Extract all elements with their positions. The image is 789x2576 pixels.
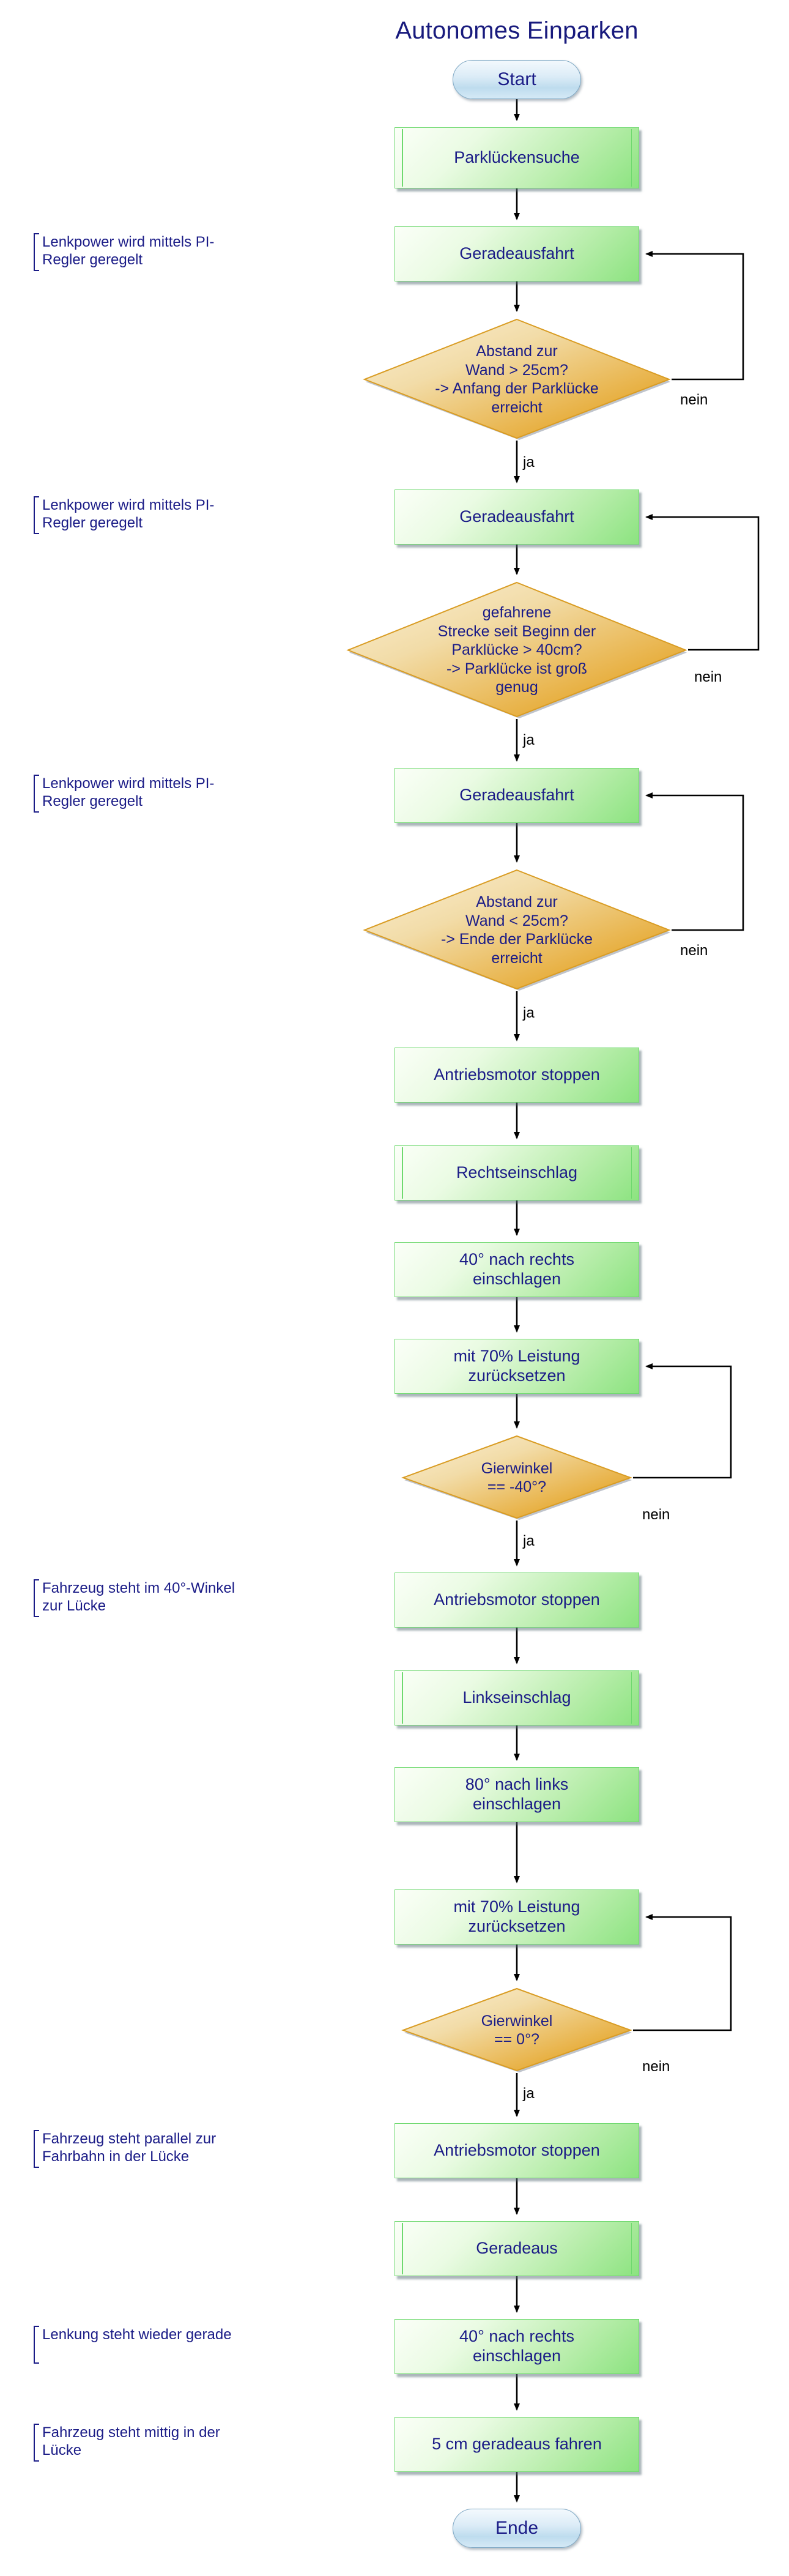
edge-label-ja: ja <box>523 1533 535 1549</box>
annotation-lenkpower-wird-mittels-pi-regler-geregelt: Lenkpower wird mittels PI-Regler geregel… <box>34 233 235 271</box>
diamond-shape <box>346 581 687 718</box>
node-label: Antriebsmotor stoppen <box>434 1590 600 1609</box>
edge-label-ja: ja <box>523 2085 535 2102</box>
decision-gierwinkel-0grad: Gierwinkel== 0°? <box>401 1987 633 2073</box>
node-label: Geradeausfahrt <box>459 507 574 526</box>
node-label: 5 cm geradeaus fahren <box>432 2435 602 2454</box>
node-label: Ende <box>495 2518 539 2539</box>
process-geradeausfahrt: Geradeausfahrt <box>394 226 639 281</box>
edge-label-nein: nein <box>680 942 708 959</box>
node-label: Linkseinschlag <box>462 1688 571 1707</box>
process-antriebsmotor-stoppen: Antriebsmotor stoppen <box>394 1573 639 1628</box>
page-title-text: Autonomes Einparken <box>395 17 639 44</box>
process-antriebsmotor-stoppen: Antriebsmotor stoppen <box>394 2123 639 2178</box>
node-label: Antriebsmotor stoppen <box>434 2141 600 2160</box>
node-label: Gierwinkel== 0°? <box>481 2012 553 2049</box>
process-geradeausfahrt: Geradeausfahrt <box>394 490 639 545</box>
diamond-shape <box>401 1987 632 2072</box>
subprocess-rechtseinschlag: Rechtseinschlag <box>394 1145 639 1201</box>
annotation-fahrzeug-steht-parallel-zur-fahrbahn-in-de: Fahrzeug steht parallel zur Fahrbahn in … <box>34 2130 235 2168</box>
decision-gierwinkel-40grad: Gierwinkel== -40°? <box>401 1435 633 1521</box>
node-label: Gierwinkel== -40°? <box>481 1459 553 1496</box>
subprocess-parkluckensuche: Parklückensuche <box>394 127 639 188</box>
page-title: Autonomes Einparken <box>0 17 789 45</box>
process-5-cm-geradeaus-fahren: 5 cm geradeaus fahren <box>394 2417 639 2472</box>
subprocess-linkseinschlag: Linkseinschlag <box>394 1670 639 1725</box>
edge-label-nein: nein <box>642 2058 670 2075</box>
process-geradeausfahrt: Geradeausfahrt <box>394 768 639 823</box>
edge-label-ja: ja <box>523 732 535 748</box>
annotation-fahrzeug-steht-mittig-in-der-lucke: Fahrzeug steht mittig in der Lücke <box>34 2424 235 2462</box>
annotation-lenkpower-wird-mittels-pi-regler-geregelt: Lenkpower wird mittels PI-Regler geregel… <box>34 775 235 813</box>
node-label: Geradeaus <box>476 2239 558 2258</box>
diamond-shape <box>363 318 671 440</box>
edge-label-nein: nein <box>680 392 708 408</box>
process-antriebsmotor-stoppen: Antriebsmotor stoppen <box>394 1048 639 1103</box>
edge-label-nein: nein <box>642 1506 670 1523</box>
node-label: Geradeausfahrt <box>459 786 574 805</box>
node-label: Antriebsmotor stoppen <box>434 1065 600 1084</box>
terminator-start: Start <box>453 60 581 99</box>
edge-label-ja: ja <box>523 454 535 471</box>
node-label: Geradeausfahrt <box>459 244 574 263</box>
terminator-ende: Ende <box>453 2509 581 2548</box>
annotation-fahrzeug-steht-im-40grad-winkel-zur-lucke: Fahrzeug steht im 40°-Winkel zur Lücke <box>34 1579 235 1617</box>
edge-label-ja: ja <box>523 1005 535 1021</box>
annotation-lenkpower-wird-mittels-pi-regler-geregelt: Lenkpower wird mittels PI-Regler geregel… <box>34 496 235 534</box>
node-label: Parklückensuche <box>454 148 580 167</box>
edge-label-nein: nein <box>694 669 722 685</box>
diamond-shape <box>363 869 671 991</box>
subprocess-geradeaus: Geradeaus <box>394 2221 639 2276</box>
node-label: Rechtseinschlag <box>456 1163 578 1182</box>
annotation-lenkung-steht-wieder-gerade: Lenkung steht wieder gerade <box>34 2326 235 2364</box>
diamond-shape <box>401 1435 632 1520</box>
node-label: Start <box>497 69 536 90</box>
